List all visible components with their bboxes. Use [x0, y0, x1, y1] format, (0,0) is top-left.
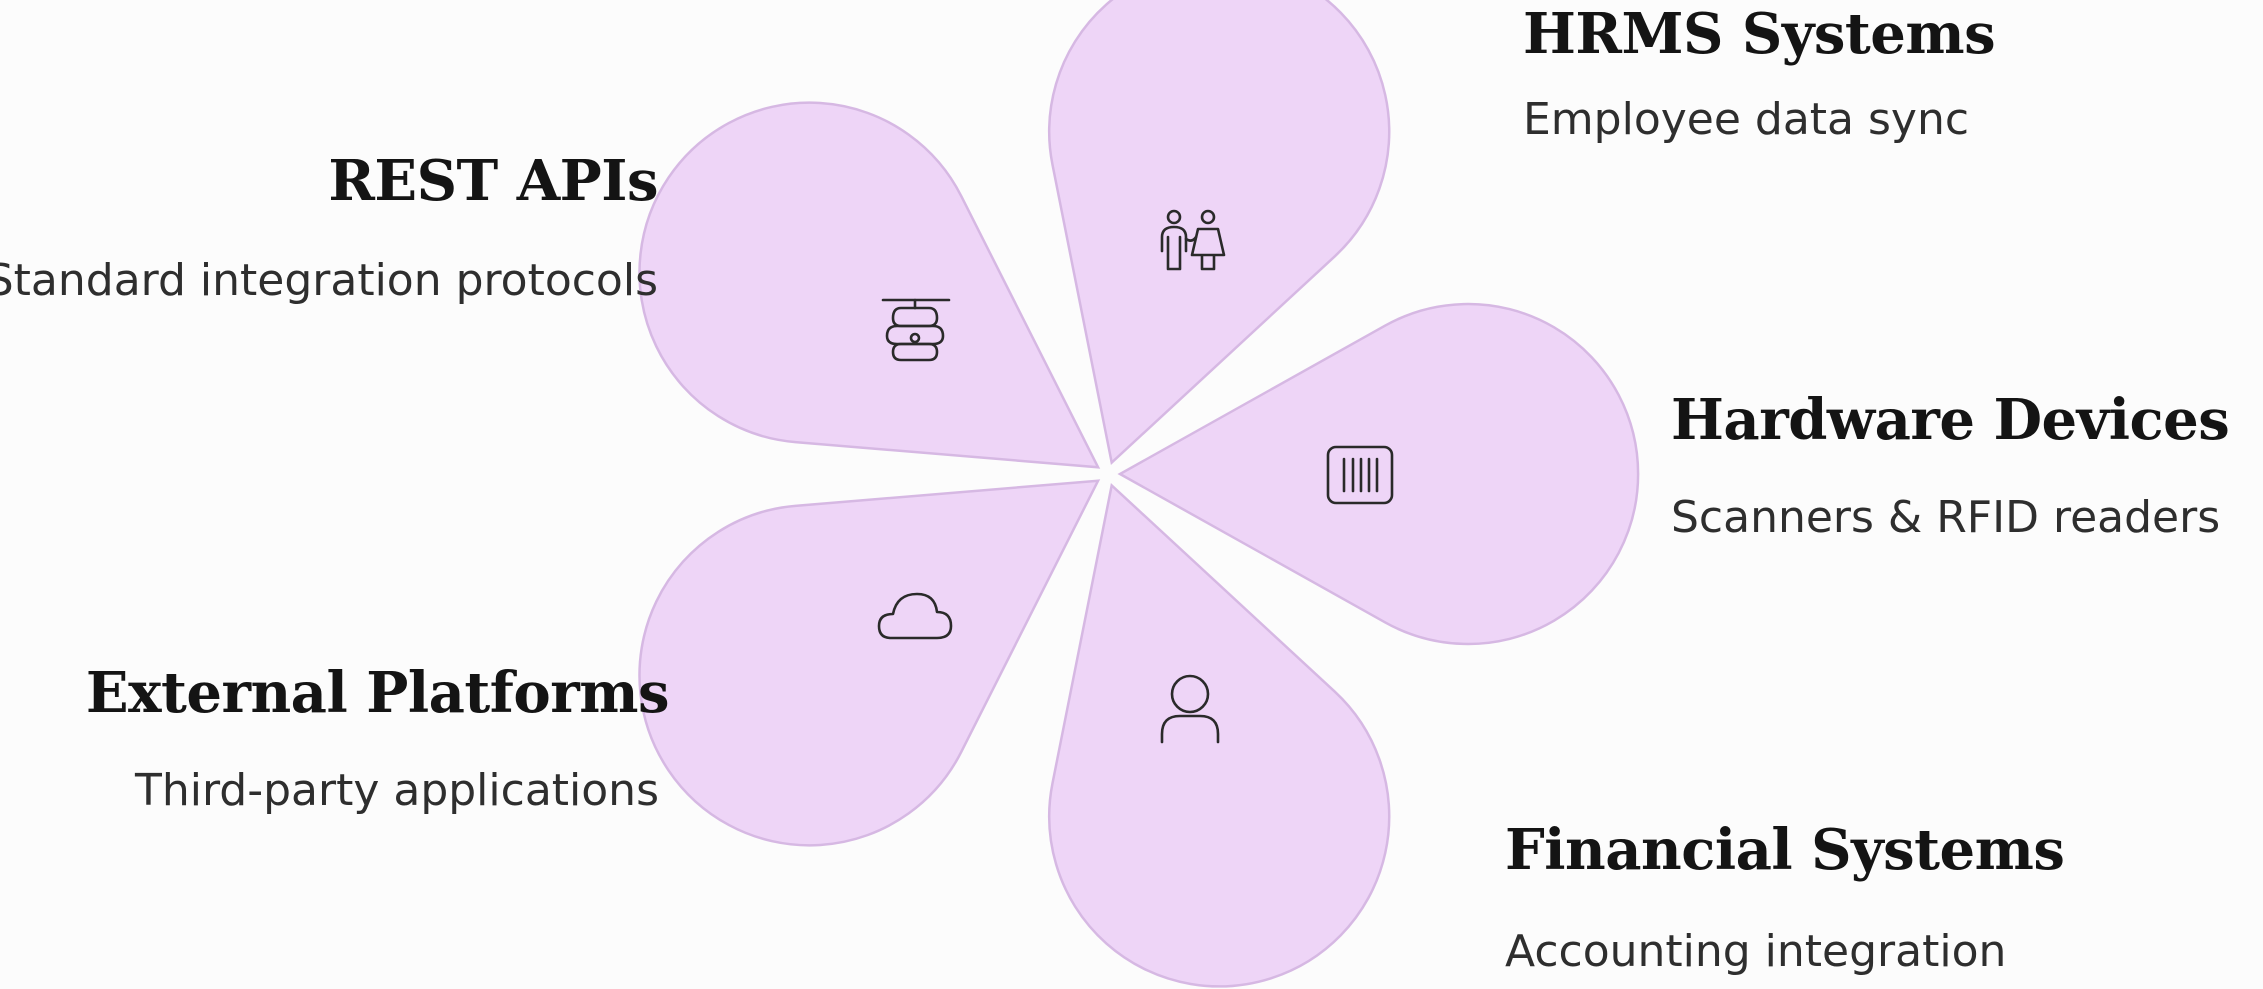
petal-hardware-devices — [1117, 302, 1640, 646]
rest-apis-label: REST APIs Standard integration protocols — [0, 148, 659, 306]
user-icon — [1160, 674, 1220, 744]
rest-apis-title: REST APIs — [328, 148, 658, 214]
barcode-icon — [1326, 445, 1394, 505]
cloud-icon — [877, 592, 953, 640]
rest-apis-description: Standard integration protocols — [0, 255, 658, 306]
external-platforms-title: External Platforms — [85, 660, 670, 726]
people-icon — [1160, 209, 1226, 271]
petal-external-platforms — [638, 479, 1101, 847]
hardware-devices-description: Scanners & RFID readers — [1671, 492, 2221, 543]
financial-systems-description: Accounting integration — [1505, 926, 2007, 977]
hardware-devices-title: Hardware Devices — [1671, 387, 2230, 453]
external-platforms-label: External Platforms Third-party applicati… — [85, 660, 670, 816]
financial-systems-label: Financial Systems Accounting integration — [1505, 817, 2065, 977]
hrms-systems-description: Employee data sync — [1523, 94, 1970, 145]
financial-systems-title: Financial Systems — [1505, 817, 2065, 883]
petal-rest-apis — [638, 101, 1101, 469]
beehive-icon — [881, 298, 951, 362]
hrms-systems-title: HRMS Systems — [1523, 1, 1996, 67]
hardware-devices-label: Hardware Devices Scanners & RFID readers — [1671, 387, 2230, 543]
external-platforms-description: Third-party applications — [134, 765, 659, 816]
hrms-systems-label: HRMS Systems Employee data sync — [1523, 1, 1996, 145]
